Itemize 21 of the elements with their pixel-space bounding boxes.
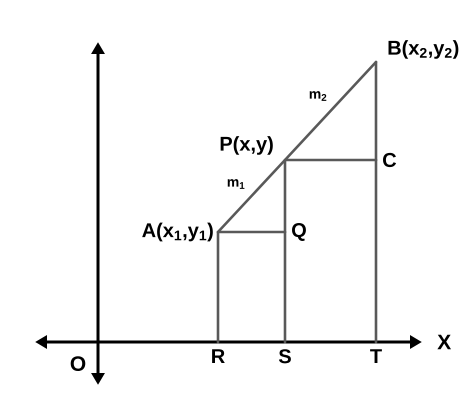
axis-label: O [70,356,86,372]
line-segment [284,158,378,162]
line-segment [216,230,286,234]
point-label: A(x$_{1}$,y$_{1}$) [142,222,213,242]
edge-label: m$_{1}$ [228,179,244,189]
point-label: C [383,152,396,168]
point-label: P(x,y) [220,136,273,155]
line-segment [284,158,286,234]
axis-label: X [437,334,452,350]
line-segment [374,60,378,162]
point-label: Q [292,223,306,241]
point-label: T [370,349,382,363]
line-segment [216,158,286,234]
line-segment [216,230,220,344]
point-label: B(x$_{2}$,y$_{2}$) [388,40,458,59]
line-segment [374,158,378,344]
line-segment [284,60,378,162]
line-segment [284,230,286,344]
edge-label: m$_{2}$ [310,91,326,101]
point-label: S [278,349,291,364]
point-label: R [212,349,225,363]
